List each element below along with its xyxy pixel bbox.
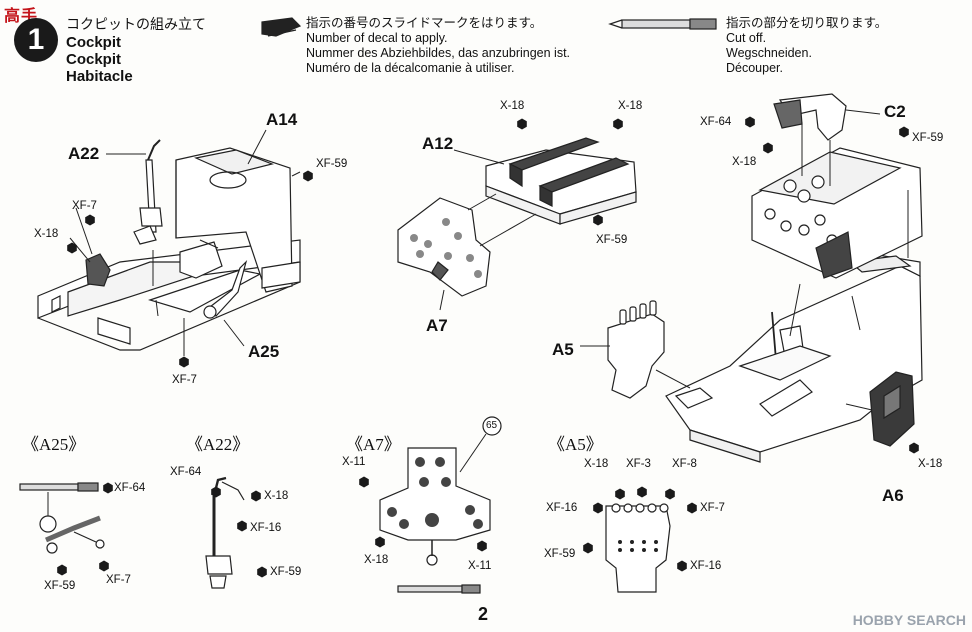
cut-note-en: Cut off. [726,31,767,45]
paint-code-xf64: XF-64 [700,116,732,128]
decal-note-fr: Numéro de la décalcomanie à utiliser. [306,61,515,75]
part-label-a25: A25 [248,342,280,361]
subview-title-a25: 《A25》 [22,435,86,454]
paint-code-xf59: XF-59 [44,580,76,592]
subview-title-a5: 《A5》 [548,435,603,454]
paint-code-x18: X-18 [364,554,389,566]
paint-code-x18: X-18 [34,228,59,240]
cut-note-de: Wegschneiden. [726,46,812,60]
part-label-a7: A7 [426,316,448,335]
paint-code-xf59: XF-59 [912,132,944,144]
decal-note-de: Nummer des Abziehbildes, das anzubringen… [306,46,571,60]
paint-code-xf59: XF-59 [270,566,302,578]
step-title-jp: コクピットの組み立て [66,16,206,32]
cut-note-jp: 指示の部分を切り取ります。 [726,16,888,30]
page-number: 2 [478,604,489,624]
cockpit-tub-left [37,129,301,356]
decal-icon [261,17,302,37]
paint-code-x18: X-18 [618,100,643,112]
knife-icon [608,18,717,30]
part-label-a5: A5 [552,340,574,359]
paint-code-xf16: XF-16 [546,502,578,514]
paint-code-xf59: XF-59 [596,234,628,246]
subview-a7-drawing [379,447,491,594]
paint-code-xf64: XF-64 [170,466,202,478]
paint-code-x18: X-18 [500,100,525,112]
paint-code-xf7: XF-7 [172,374,197,386]
subview-title-a7: 《A7》 [346,435,401,454]
paint-code-xf7: XF-7 [72,200,97,212]
subview-title-a22: 《A22》 [186,435,250,454]
paint-code-xf59: XF-59 [544,548,576,560]
paint-code-x18: X-18 [918,458,943,470]
paint-code-xf59: XF-59 [316,158,348,170]
a12-armor-assembly [397,137,637,311]
watermark: HOBBY SEARCH [852,612,966,628]
part-label-a6: A6 [882,486,904,505]
decal-note-en: Number of decal to apply. [306,31,448,45]
paint-code-xf7: XF-7 [106,574,131,586]
step-title-fr: Habitacle [66,68,133,85]
step-number-badge: 1 [14,18,58,62]
right-assembly [580,93,923,463]
decal-number-circle [482,416,502,436]
step-title-de: Cockpit [66,51,122,68]
step-title-en: Cockpit [66,34,122,51]
part-label-a22: A22 [68,144,100,163]
paint-code-xf16: XF-16 [250,522,282,534]
part-label-a14: A14 [266,110,298,129]
paint-code-xf16: XF-16 [690,560,722,572]
paint-code-x18: X-18 [264,490,289,502]
subview-a5-drawing [605,503,671,593]
paint-code-x11: X-11 [468,560,492,572]
paint-code-xf7: XF-7 [700,502,725,514]
decal-note-jp: 指示の番号のスライドマークをはります。 [306,16,543,30]
subview-a22-drawing [205,476,245,589]
paint-code-x11: X-11 [342,456,366,468]
paint-code-x18: X-18 [584,458,609,470]
paint-code-xf64: XF-64 [114,482,146,494]
part-label-c2: C2 [884,102,906,121]
paint-code-x18: X-18 [732,156,757,168]
paint-code-xf3: XF-3 [626,458,651,470]
decal-number: 65 [486,420,498,431]
subview-a25-drawing [19,482,105,554]
part-label-a12: A12 [422,134,454,153]
cut-note-fr: Découper. [726,61,783,75]
paint-code-xf8: XF-8 [672,458,697,470]
